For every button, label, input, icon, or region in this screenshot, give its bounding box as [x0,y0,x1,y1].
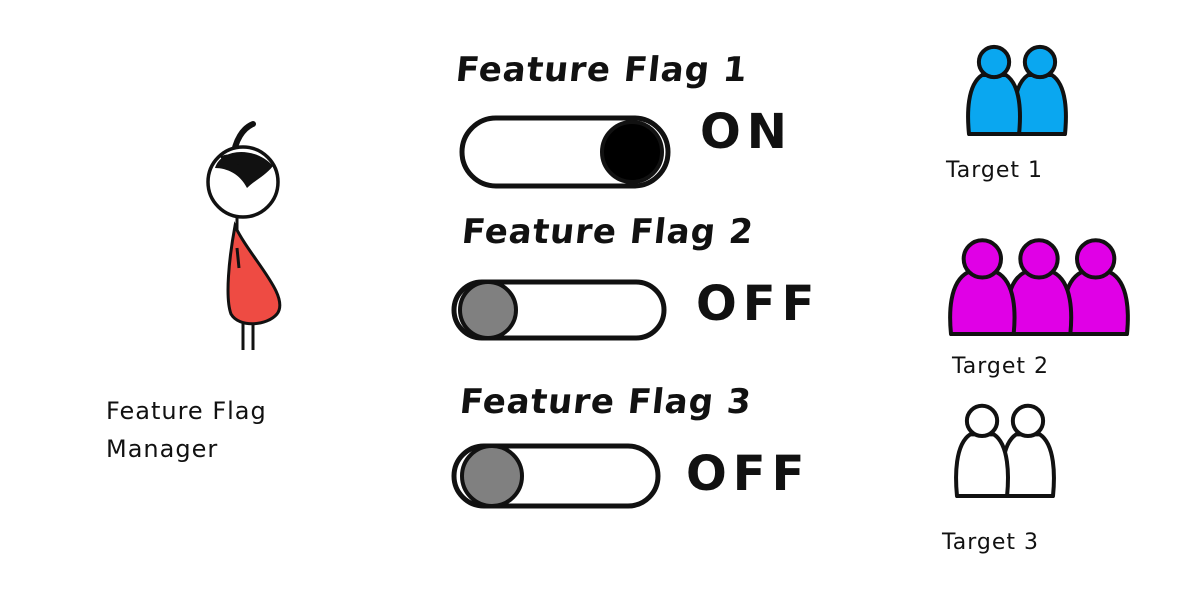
manager-hair-cap [215,151,273,188]
flag-1-state: ON [700,104,793,160]
feature-flag-manager-figure [206,121,282,350]
flag-1-toggle[interactable] [459,115,672,190]
target-2-label: Target 2 [952,354,1050,379]
person-icon [966,44,1022,136]
person-icon [948,238,1017,336]
target-1-label: Target 1 [946,158,1044,183]
flag-3-state: OFF [686,446,811,502]
flag-3-toggle[interactable] [451,443,662,510]
target-3-people-icon [954,403,1056,498]
flag-1-label: Feature Flag 1 [453,50,750,90]
person-icon [1012,44,1068,136]
target-1-people-icon [966,44,1068,136]
person-icon [1000,403,1056,498]
flag-1-toggle-knob [600,120,664,184]
target-3-label: Target 3 [942,530,1040,555]
target-2-people-icon [948,238,1130,336]
manager-body [226,221,282,326]
flag-3-toggle-knob [460,444,524,508]
flag-2-toggle-knob [458,280,518,340]
flag-3-label: Feature Flag 3 [457,382,754,422]
person-icon [954,403,1010,498]
flag-2-state: OFF [696,276,821,332]
flag-2-label: Feature Flag 2 [459,212,756,252]
manager-label: Feature Flag Manager [106,397,267,463]
flag-2-toggle[interactable] [451,279,668,342]
